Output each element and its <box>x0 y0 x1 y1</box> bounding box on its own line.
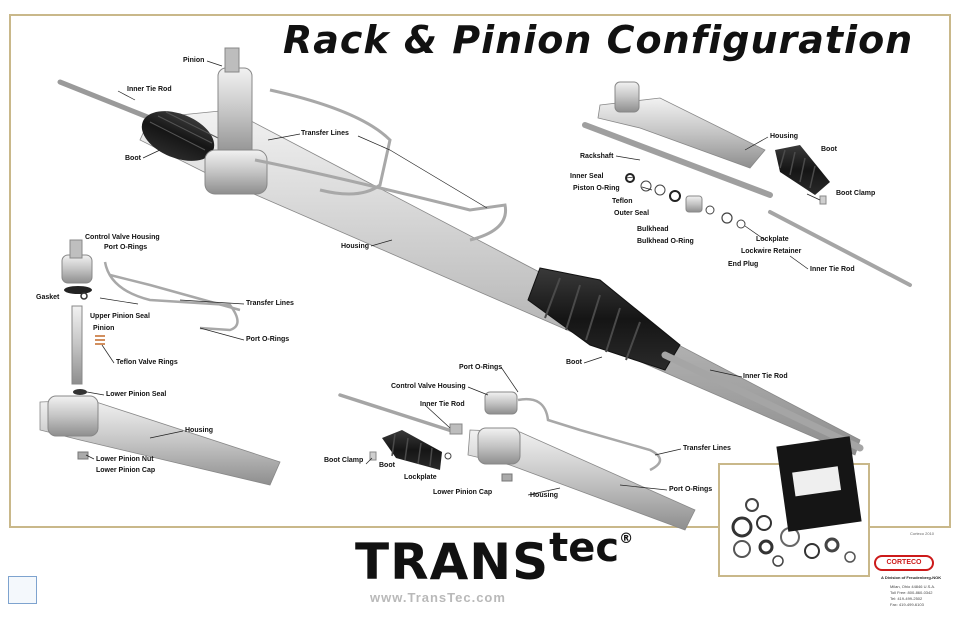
label-b-control-valve-housing: Control Valve Housing <box>391 383 466 390</box>
main-tie-rod-right <box>661 351 864 452</box>
address-line: Tel: 419-499-2502 <box>890 596 923 601</box>
label-tr-bulkhead-oring: Bulkhead O-Ring <box>637 238 694 245</box>
label-l-gasket: Gasket <box>36 294 60 301</box>
label-l-pinion: Pinion <box>93 325 115 332</box>
label-tr-housing: Housing <box>770 133 798 140</box>
document-stamp-icon <box>8 576 37 604</box>
main-inner-tie-rod-left <box>57 79 153 121</box>
label-l-port-orings-2: Port O-Rings <box>246 336 290 343</box>
label-l-teflon-valve-rings: Teflon Valve Rings <box>116 359 178 366</box>
label-l-transfer-lines: Transfer Lines <box>246 300 294 307</box>
logo-tec: tec <box>549 525 620 571</box>
poster-title: Rack & Pinion Configuration <box>283 18 914 62</box>
label-l-housing: Housing <box>185 427 213 434</box>
label-tr-boot-clamp: Boot Clamp <box>836 190 876 197</box>
label-b-port-orings: Port O-Rings <box>459 364 503 371</box>
label-l-lower-pinion-seal: Lower Pinion Seal <box>106 391 167 398</box>
main-boot-right <box>527 267 681 371</box>
address-line: Fax: 419-499-6103 <box>890 602 924 607</box>
label-main-boot: Boot <box>125 155 141 162</box>
label-l-upper-pinion-seal: Upper Pinion Seal <box>90 313 150 320</box>
label-b-boot-clamp: Boot Clamp <box>324 457 364 464</box>
corteco-division: A Division of Freudenberg-NOK <box>881 575 942 580</box>
label-tr-teflon: Teflon <box>612 198 633 205</box>
label-b-boot: Boot <box>379 462 395 469</box>
corteco-logo: CORTECO <box>874 555 934 571</box>
address-line: Toll Free: 800-860-0342 <box>890 590 933 595</box>
copyright-text: Corteco 2010 <box>910 531 935 536</box>
logo-trans: TRANS <box>355 533 550 591</box>
main-rack-assembly <box>57 47 864 456</box>
label-b-lower-pinion-cap: Lower Pinion Cap <box>433 489 493 496</box>
label-tr-piston-oring: Piston O-Ring <box>573 185 620 192</box>
label-tr-outer-seal: Outer Seal <box>614 210 650 217</box>
label-tr-inner-seal: Inner Seal <box>570 173 604 180</box>
label-main-inner-tie-rod: Inner Tie Rod <box>127 86 172 93</box>
transtec-logo: TRANStec® <box>355 525 634 591</box>
bottom-boot <box>382 430 442 470</box>
label-tr-lockwire-retainer: Lockwire Retainer <box>741 248 802 255</box>
seal-kit-package <box>776 436 862 532</box>
logo-registered-mark: ® <box>619 531 634 547</box>
corteco-address: Milan, Ohio 44846 U.S.A. Toll Free: 800-… <box>890 584 935 608</box>
label-main-transfer-lines: Transfer Lines <box>301 130 349 137</box>
label-b-port-orings-2: Port O-Rings <box>669 486 713 493</box>
bottom-exploded-view <box>338 391 696 531</box>
main-transfer-line-a <box>269 88 392 196</box>
label-l-port-orings: Port O-Rings <box>104 244 148 251</box>
label-b-inner-tie-rod: Inner Tie Rod <box>420 401 465 408</box>
leader-lines <box>85 60 821 496</box>
main-boot-left <box>141 111 219 161</box>
main-transfer-line-b <box>254 158 508 242</box>
label-b-transfer-lines: Transfer Lines <box>683 445 731 452</box>
label-tr-lockplate: Lockplate <box>756 236 789 243</box>
label-tr-boot: Boot <box>821 146 837 153</box>
label-b-lockplate: Lockplate <box>404 474 437 481</box>
label-b-housing: Housing <box>530 492 558 499</box>
label-l-control-valve-housing: Control Valve Housing <box>85 234 160 241</box>
label-tr-bulkhead: Bulkhead <box>637 226 669 233</box>
website-link[interactable]: www.TransTec.com <box>370 590 506 605</box>
tr-boot <box>775 145 830 195</box>
label-tr-rackshaft: Rackshaft <box>580 153 614 160</box>
main-valve-body <box>204 47 268 195</box>
label-tr-inner-tie-rod: Inner Tie Rod <box>810 266 855 273</box>
label-l-lower-pinion-cap: Lower Pinion Cap <box>96 467 156 474</box>
left-exploded-view <box>39 239 281 486</box>
label-l-lower-pinion-nut: Lower Pinion Nut <box>96 456 154 463</box>
label-tr-end-plug: End Plug <box>728 261 759 268</box>
address-line: Milan, Ohio 44846 U.S.A. <box>890 584 936 589</box>
label-main-inner-tie-rod-right: Inner Tie Rod <box>743 373 788 380</box>
label-main-boot-right: Boot <box>566 359 582 366</box>
top-right-exploded-view <box>582 81 912 287</box>
label-main-pinion: Pinion <box>183 57 205 64</box>
label-main-housing: Housing <box>341 243 369 250</box>
